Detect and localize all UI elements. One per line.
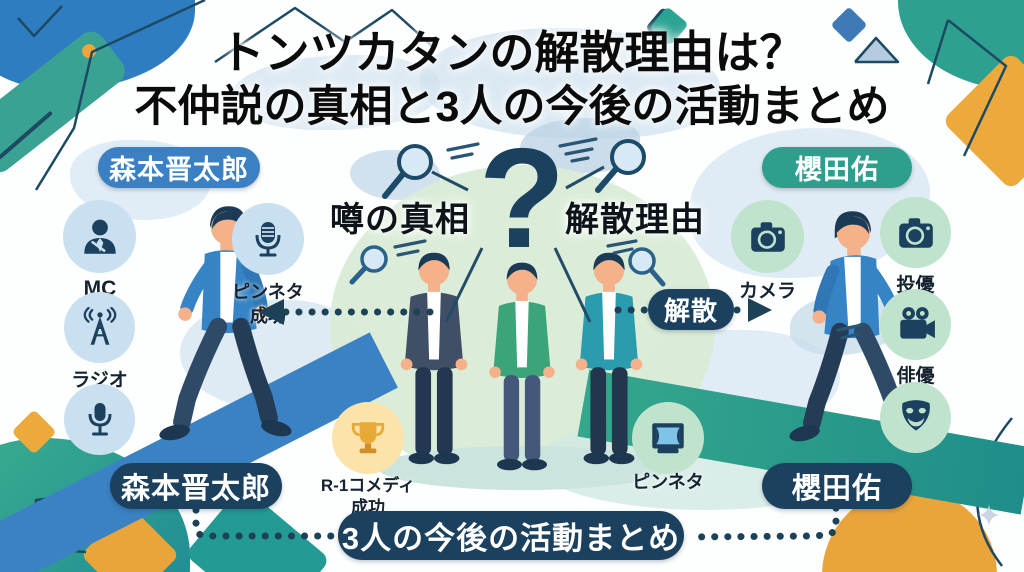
trophy-circle (332, 402, 404, 474)
trophy-icon (351, 422, 385, 454)
stage-curtain-icon (652, 423, 684, 454)
actor-film-circle (880, 289, 951, 360)
disband-reason-label: 解散理由 (565, 201, 705, 239)
stage-circle (632, 402, 704, 474)
radio-tower-icon (83, 306, 116, 345)
sparkle-icon: ✦ (976, 500, 1002, 533)
disband-badge-label: 解散 (663, 296, 718, 326)
mic-circle (64, 384, 135, 455)
disband-badge: 解散 (648, 289, 734, 330)
pin-success-circle (232, 203, 304, 275)
studio-mic-icon (255, 222, 281, 257)
mc-circle (63, 200, 136, 273)
sakurada-badge-top-label: 櫻田佑 (795, 155, 879, 185)
group-member-figure-center (473, 252, 571, 483)
radio-circle (64, 292, 135, 363)
actor-photo-circle (880, 197, 951, 268)
camera-circle (731, 200, 804, 273)
morimoto-badge-bottom: 森本晋太郎 (110, 463, 282, 509)
future-activities-banner: 3人の今後の活動まとめ (338, 511, 684, 560)
sakurada-badge-bottom-label: 櫻田佑 (791, 473, 882, 505)
mc-person-icon (83, 219, 116, 254)
morimoto-badge-top-label: 森本晋太郎 (109, 155, 249, 185)
masks-circle (880, 382, 951, 453)
page-title-line2: 不仲説の真相と3人の今後の活動まとめ (134, 83, 890, 131)
pin-success-label: ピンネタ 成功 (232, 282, 304, 327)
sakurada-badge-top: 櫻田佑 (762, 147, 912, 188)
sakurada-badge-bottom: 櫻田佑 (762, 463, 912, 509)
morimoto-badge-top: 森本晋太郎 (98, 147, 260, 188)
question-mark: ? (478, 119, 566, 278)
camera-label: カメラ (738, 281, 796, 302)
camera-icon (898, 217, 933, 248)
future-activities-banner-label: 3人の今後の活動まとめ (341, 521, 681, 556)
rumor-truth-label: 噂の真相 (330, 201, 470, 239)
camera-icon (750, 221, 785, 252)
map-blob (230, 55, 440, 130)
video-camera-icon (899, 306, 935, 339)
pin-neta-label: ピンネタ (632, 472, 704, 492)
morimoto-badge-bottom-label: 森本晋太郎 (120, 473, 271, 505)
theater-masks-icon (901, 399, 930, 431)
microphone-icon (88, 402, 111, 435)
group-member-figure-right (560, 242, 658, 477)
actor-film-label: 俳優 (896, 366, 935, 387)
